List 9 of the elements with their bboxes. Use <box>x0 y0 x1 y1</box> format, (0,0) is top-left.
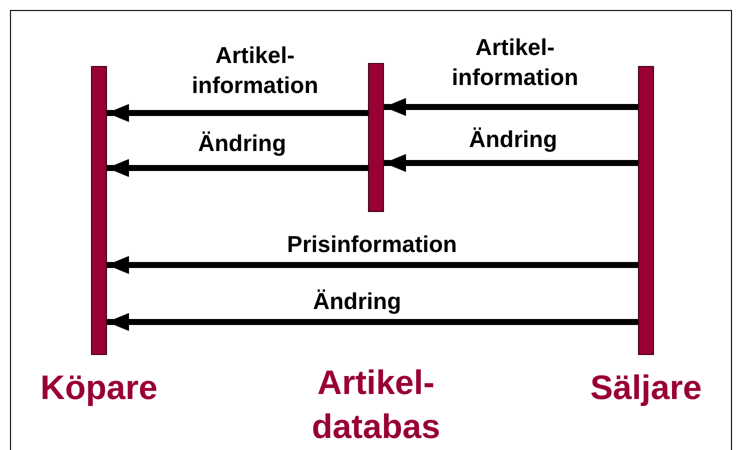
arrow <box>107 313 638 331</box>
arrow <box>107 159 368 177</box>
arrow <box>384 154 638 172</box>
arrow <box>384 98 638 116</box>
lane-label: Köpare <box>39 368 159 409</box>
lane-label: Artikel- databas <box>310 363 442 448</box>
lane-label: Säljare <box>589 368 703 409</box>
arrow <box>107 256 638 274</box>
arrow <box>107 104 368 122</box>
